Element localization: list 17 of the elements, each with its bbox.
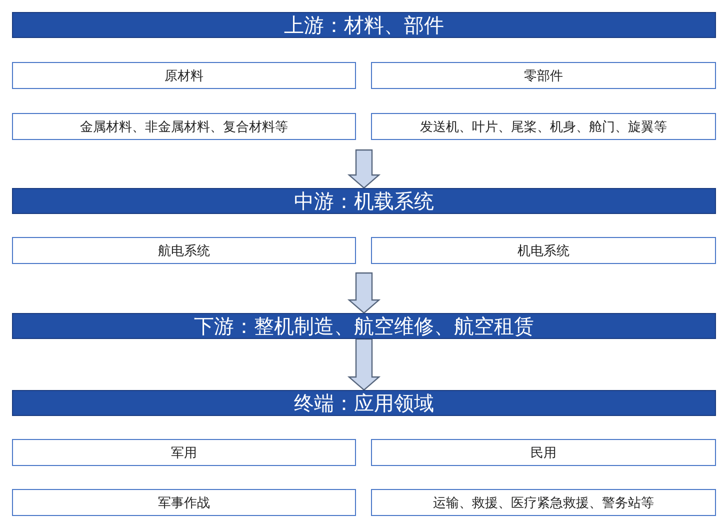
block-arrow bbox=[347, 149, 381, 189]
block-arrow bbox=[347, 272, 381, 314]
category-box: 航电系统 bbox=[12, 237, 356, 264]
category-box: 金属材料、非金属材料、复合材料等 bbox=[12, 113, 356, 140]
category-box: 军用 bbox=[12, 439, 356, 466]
category-box: 发送机、叶片、尾桨、机身、舱门、旋翼等 bbox=[371, 113, 716, 140]
section-banner: 中游：机载系统 bbox=[12, 188, 716, 214]
section-banner: 上游：材料、部件 bbox=[12, 12, 716, 38]
section-banner: 下游：整机制造、航空维修、航空租赁 bbox=[12, 313, 716, 339]
category-box: 民用 bbox=[371, 439, 716, 466]
category-box: 运输、救援、医疗紧急救援、警务站等 bbox=[371, 489, 716, 516]
section-banner: 终端：应用领域 bbox=[12, 390, 716, 416]
block-arrow bbox=[347, 338, 381, 391]
category-box: 机电系统 bbox=[371, 237, 716, 264]
category-box: 原材料 bbox=[12, 62, 356, 89]
category-box: 零部件 bbox=[371, 62, 716, 89]
category-box: 军事作战 bbox=[12, 489, 356, 516]
